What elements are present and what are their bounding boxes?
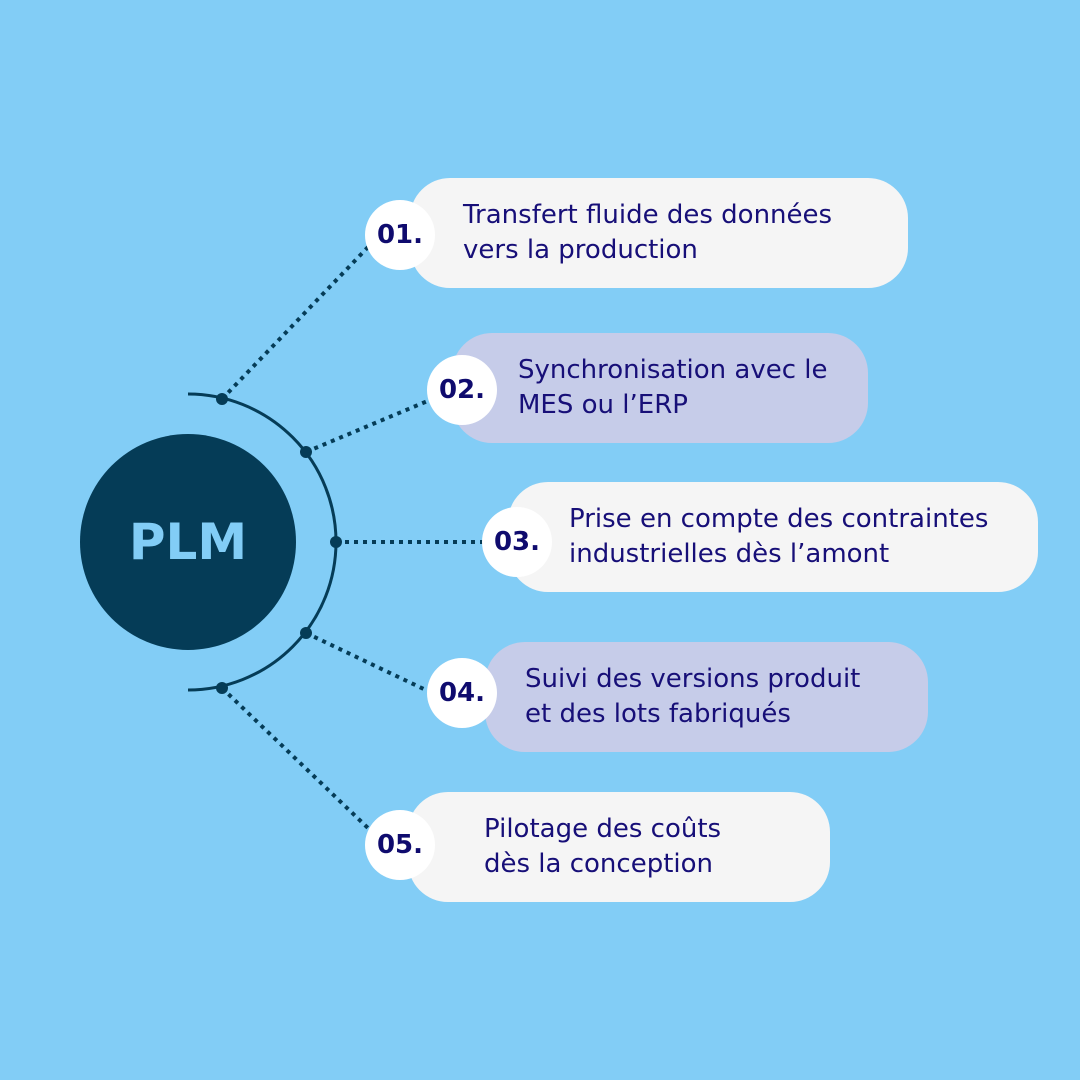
connector-05 bbox=[220, 686, 372, 832]
item-text-line2: et des lots fabriqués bbox=[525, 699, 791, 729]
item-number-badge-03: 03. bbox=[482, 507, 552, 577]
item-number-badge-04: 04. bbox=[427, 658, 497, 728]
connector-02 bbox=[305, 398, 431, 454]
item-number-badge-01: 01. bbox=[365, 200, 435, 270]
item-text-line1: Pilotage des coûts bbox=[484, 814, 722, 844]
item-text-line2: industrielles dès l’amont bbox=[569, 539, 890, 569]
item-card-02: Synchronisation avec le MES ou l’ERP bbox=[452, 333, 868, 443]
node-dot-04 bbox=[300, 627, 312, 639]
hub-label: PLM bbox=[128, 513, 248, 571]
node-dot-03 bbox=[330, 536, 342, 548]
item-number-badge-05: 05. bbox=[365, 810, 435, 880]
item-text-line1: Synchronisation avec le bbox=[518, 355, 828, 385]
node-dot-05 bbox=[216, 682, 228, 694]
item-text-line2: dès la conception bbox=[484, 849, 714, 879]
connector-04 bbox=[305, 631, 431, 694]
item-number-badge-02: 02. bbox=[427, 355, 497, 425]
plm-hub: PLM bbox=[80, 434, 296, 650]
item-card-05: Pilotage des coûts dès la conception bbox=[408, 792, 830, 902]
node-dot-02 bbox=[300, 446, 312, 458]
node-dot-01 bbox=[216, 393, 228, 405]
connector-01 bbox=[220, 243, 372, 401]
item-text-line1: Transfert fluide des données bbox=[463, 200, 833, 230]
item-text-line1: Prise en compte des contraintes bbox=[569, 504, 989, 534]
item-card-03: Prise en compte des contraintes industrie… bbox=[508, 482, 1038, 592]
item-text-line2: vers la production bbox=[463, 235, 698, 265]
item-card-01: Transfert fluide des données vers la prod… bbox=[410, 178, 908, 288]
item-text-line1: Suivi des versions produit bbox=[525, 664, 861, 694]
item-card-04: Suivi des versions produit et des lots fa… bbox=[485, 642, 928, 752]
item-text-line2: MES ou l’ERP bbox=[518, 390, 688, 420]
